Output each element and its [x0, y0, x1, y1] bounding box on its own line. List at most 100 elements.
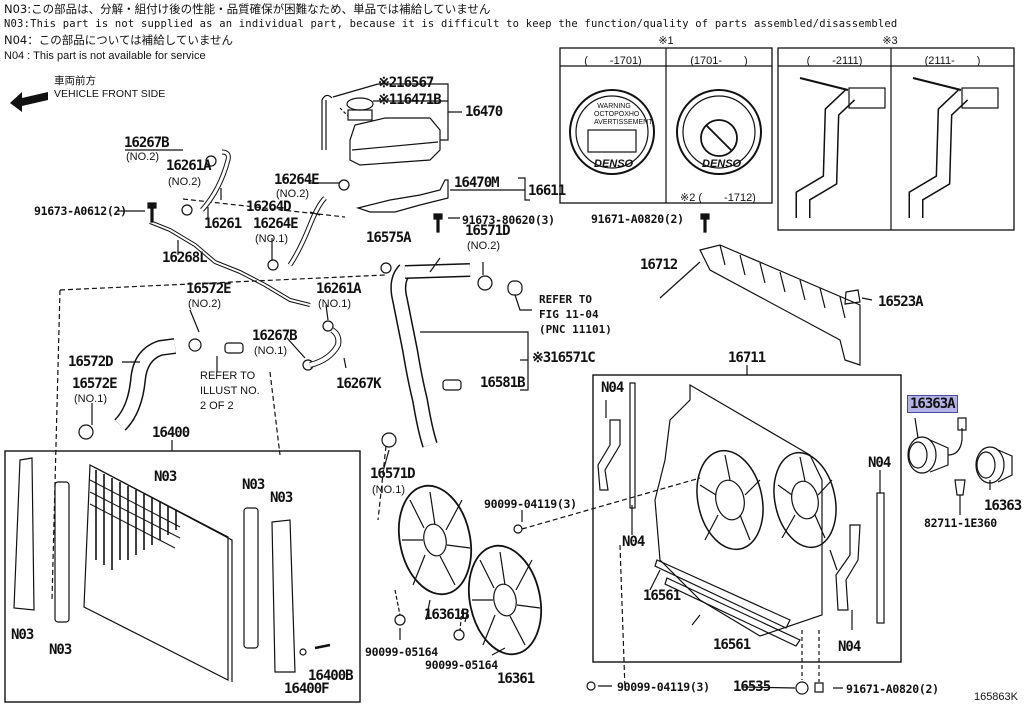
- part-label-16523a[interactable]: 16523A: [878, 294, 924, 310]
- part-label-n03-core[interactable]: N03: [154, 469, 177, 485]
- part-label-n04-lower-right[interactable]: N04: [838, 639, 861, 655]
- part-label-16712[interactable]: 16712: [640, 257, 678, 273]
- part-label-16267b-no2[interactable]: 16267B: [124, 135, 170, 151]
- clip-82711-icon: [954, 479, 966, 496]
- part-label-n03-tank-right[interactable]: N03: [270, 490, 293, 506]
- part-sub-16571d-no2: (NO.2): [467, 240, 500, 252]
- part-label-16261a-no2[interactable]: 16261A: [166, 158, 212, 174]
- part-label-91673-80620[interactable]: 91673-80620(3): [462, 213, 555, 227]
- part-label-90099-04119-a[interactable]: 90099-04119(3): [484, 497, 577, 511]
- part-label-16361b[interactable]: 16361B: [424, 607, 470, 623]
- part-label-16400b[interactable]: 16400B: [308, 668, 354, 684]
- clamp-icon: [380, 262, 392, 274]
- part-label-16471b[interactable]: ※116471B: [378, 92, 442, 108]
- note-n03-jp: N03:この部品は、分解・組付け後の性能・品質確保が困難なため、単品では補給して…: [4, 2, 491, 16]
- part-label-90099-04119-b[interactable]: 90099-04119(3): [617, 680, 710, 694]
- part-label-16572d[interactable]: 16572D: [68, 354, 114, 370]
- part-label-90099-05164-b[interactable]: 90099-05164: [425, 658, 498, 672]
- part-label-16268l[interactable]: 16268L: [162, 250, 208, 266]
- part-label-16572e-no1[interactable]: 16572E: [72, 376, 118, 392]
- part-label-16535[interactable]: 16535: [733, 679, 771, 695]
- nut-icon: [453, 629, 465, 641]
- part-label-16711[interactable]: 16711: [728, 350, 766, 366]
- sensor-16581b-icon: [442, 379, 462, 391]
- arrow-left-icon: [10, 92, 48, 112]
- bracket-16611-icon: [355, 179, 449, 213]
- fan-motor-16363-icon: [975, 446, 1013, 484]
- part-label-n04-right[interactable]: N04: [868, 455, 891, 471]
- part-sub-16261a-no1: (NO.1): [318, 298, 351, 310]
- bolt-icon: [586, 681, 596, 691]
- bolt-icon: [147, 202, 157, 223]
- part-label-90099-05164-a[interactable]: 90099-05164: [365, 645, 438, 659]
- part-label-n03-tank-left[interactable]: N03: [11, 627, 34, 643]
- part-label-16267k[interactable]: 16267K: [336, 376, 382, 392]
- part-label-16611[interactable]: 16611: [528, 183, 566, 199]
- seal-icon: [54, 481, 70, 623]
- figure-number: 165863K: [973, 691, 1018, 703]
- fan-shroud-icon: [654, 383, 837, 637]
- vehicle-front-jp: 車両前方: [54, 75, 96, 87]
- part-label-16363[interactable]: 16363: [984, 498, 1022, 514]
- cap-brand-1: DENSO: [594, 158, 634, 170]
- part-label-16361[interactable]: 16361: [497, 671, 535, 687]
- part-label-n04-upper-left[interactable]: N04: [601, 380, 624, 396]
- inset-hose-col-2: (2111- ): [924, 55, 981, 67]
- part-label-82711-1e360[interactable]: 82711-1E360: [924, 516, 997, 530]
- grommet-icon: [795, 681, 809, 695]
- part-sub-16572e-no2: (NO.2): [188, 298, 221, 310]
- part-label-16400[interactable]: 16400: [152, 425, 190, 441]
- vehicle-front-en: VEHICLE FRONT SIDE: [54, 88, 166, 100]
- part-label-16470[interactable]: 16470: [465, 104, 503, 120]
- reservoir-tank-icon: [321, 94, 441, 166]
- part-label-16267b-no1[interactable]: 16267B: [252, 328, 298, 344]
- note-n03-en: N03:This part is not supplied as an indi…: [4, 18, 898, 30]
- part-label-16561-b[interactable]: 16561: [713, 637, 751, 653]
- part-label-16571c[interactable]: ※316571C: [532, 350, 596, 366]
- seal-icon: [243, 507, 259, 649]
- fan-16361b-icon: [398, 484, 472, 596]
- part-label-16261a-no1[interactable]: 16261A: [316, 281, 362, 297]
- inset-cap-col-1: ( -1701): [584, 55, 642, 67]
- bolt-icon: [700, 213, 710, 233]
- cap-brand-2: DENSO: [702, 158, 742, 170]
- part-label-91671-a0820-bottom[interactable]: 91671-A0820(2): [846, 682, 939, 696]
- highlighted-part-16363a[interactable]: 16363A: [907, 395, 958, 413]
- fan-motor-16363a-icon: [907, 417, 967, 474]
- part-label-16261[interactable]: 16261: [204, 216, 242, 232]
- part-label-91671-a0820-top[interactable]: 91671-A0820(2): [591, 212, 684, 226]
- part-label-16571d-no2[interactable]: 16571D: [465, 223, 511, 239]
- part-sub-16571d-no1: (NO.1): [372, 484, 405, 496]
- note-n04-jp: N04：この部品については補給していません: [4, 33, 233, 47]
- note-n04-en: N04 : This part is not available for ser…: [4, 50, 206, 62]
- part-label-16400f[interactable]: 16400F: [284, 681, 330, 697]
- part-label-16561-a[interactable]: 16561: [643, 588, 681, 604]
- part-label-16264e-no2[interactable]: 16264E: [274, 172, 320, 188]
- part-label-16581b[interactable]: 16581B: [480, 375, 526, 391]
- fan-16361-icon: [468, 544, 542, 656]
- inset-cap-marker: ※1: [658, 35, 674, 47]
- part-label-16575a[interactable]: 16575A: [366, 230, 412, 246]
- part-label-16571d-no1[interactable]: 16571D: [370, 466, 416, 482]
- part-label-16264e-no1[interactable]: 16264E: [253, 216, 299, 232]
- part-label-n03-seal-left[interactable]: N03: [49, 642, 72, 658]
- air-guide-16712-icon: [699, 244, 861, 366]
- clamp-icon: [78, 424, 94, 440]
- part-sub-16267b-no2: (NO.2): [126, 151, 159, 163]
- part-label-16572e-no2[interactable]: 16572E: [186, 281, 232, 297]
- seal-n04-icon: [597, 419, 621, 491]
- part-label-16363a[interactable]: 16363A: [907, 395, 958, 413]
- part-label-16264d[interactable]: 16264D: [246, 199, 292, 215]
- vehicle-front-indicator: 車両前方 VEHICLE FRONT SIDE: [54, 75, 165, 101]
- part-label-n03-seal-right[interactable]: N03: [242, 477, 265, 493]
- part-sub-16572e-no1: (NO.1): [74, 393, 107, 405]
- part-label-16567[interactable]: ※216567: [378, 75, 434, 91]
- part-sub-16264e-no1: (NO.1): [255, 233, 288, 245]
- inset-hose-box: [777, 47, 1015, 231]
- part-label-91673-a0612[interactable]: 91673-A0612(2): [34, 204, 127, 218]
- seal-n04-icon: [629, 382, 636, 509]
- part-label-n04-lower-left[interactable]: N04: [622, 534, 645, 550]
- radiator-assembly-box: [4, 450, 361, 703]
- part-sub-16267b-no1: (NO.1): [254, 345, 287, 357]
- part-label-16470m[interactable]: 16470M: [454, 175, 500, 191]
